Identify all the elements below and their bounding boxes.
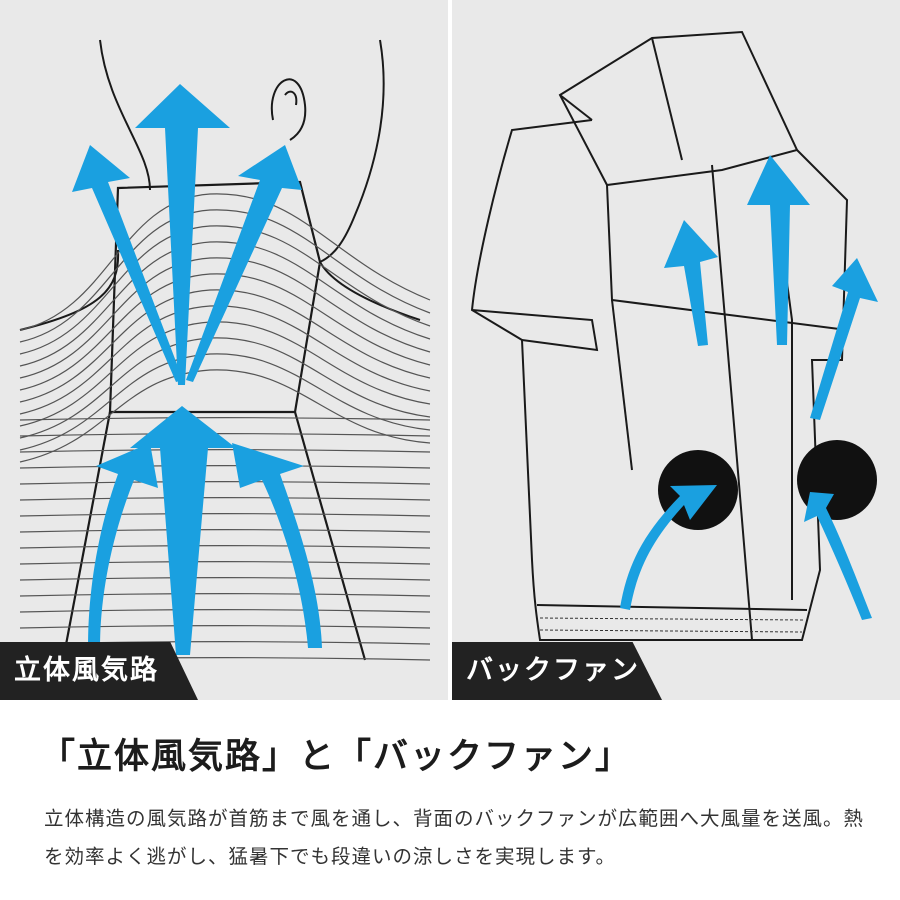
airflow-arrow (747, 155, 810, 345)
body-line-right (293, 411, 367, 661)
neck-line-left (99, 39, 151, 191)
mesh-line (19, 577, 431, 581)
back-fan-panel: バックファン (452, 0, 900, 700)
airflow-arrow (804, 492, 872, 620)
mesh-line (19, 257, 431, 379)
mesh-line (19, 465, 431, 469)
collar-edge (559, 94, 593, 121)
description: 立体構造の風気路が首筋まで風を通し、背面のバックファンが広範囲へ大風量を送風。熱… (44, 807, 865, 868)
air-path-illustration (19, 39, 431, 661)
mesh-line (19, 529, 431, 533)
mesh-line (19, 305, 431, 415)
airflow-arrow (810, 258, 878, 420)
mesh-line (19, 481, 431, 485)
mesh-line (19, 209, 431, 343)
shoulder-right (319, 261, 421, 321)
mesh-line (19, 433, 431, 437)
mesh-line (19, 449, 431, 453)
back-fan-label: バックファン (452, 642, 662, 700)
airflow-arrow (620, 485, 717, 610)
airflow-arrow (664, 220, 718, 346)
mesh-lines (19, 193, 431, 661)
mesh-line (19, 561, 431, 565)
ear-outline (270, 78, 307, 141)
airflow-arrows (72, 84, 322, 655)
mesh-line (19, 289, 431, 403)
hem-top (536, 604, 808, 611)
mesh-line (19, 545, 431, 549)
mesh-line (19, 609, 431, 613)
airflow-arrow (232, 443, 322, 648)
hem-stitch (539, 629, 803, 633)
headline: 「立体風気路」と「バックファン」 (40, 737, 633, 777)
back-fan-illustration (470, 30, 878, 641)
airflow-arrow (72, 145, 183, 382)
mesh-line (19, 369, 431, 463)
air-path-label: 立体風気路 (0, 642, 198, 700)
shoulder-left (19, 249, 120, 331)
mesh-line (19, 225, 431, 355)
jacket-collar (558, 30, 799, 187)
neck-line-right (319, 39, 385, 263)
air-path-panel: 立体風気路 (0, 0, 448, 700)
airflow-arrow (135, 84, 230, 385)
sleeve-hem (471, 309, 599, 352)
side-seam-left (611, 299, 633, 471)
yoke-seam (606, 184, 848, 331)
airflow-arrow (186, 145, 302, 382)
hem-stitch (539, 617, 805, 621)
mesh-line (19, 625, 431, 629)
ear-inner (284, 90, 298, 106)
collar-seam (651, 37, 683, 161)
mesh-line (19, 241, 431, 367)
airflow-arrows (620, 155, 878, 620)
airflow-arrow (88, 443, 158, 648)
center-seam (711, 164, 753, 641)
mesh-line (19, 513, 431, 517)
mesh-line (19, 497, 431, 501)
airflow-arrow (130, 406, 236, 655)
mesh-line (19, 417, 431, 421)
mesh-line (19, 273, 431, 391)
mesh-line (19, 193, 431, 331)
mesh-line (19, 593, 431, 597)
